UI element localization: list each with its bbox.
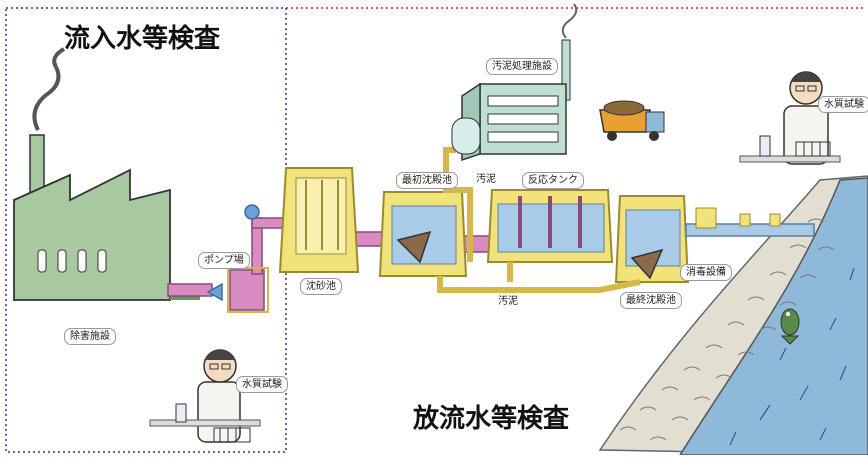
river-ripples [729,267,855,446]
inflow-inspection-heading: 流入水等検査 [64,24,221,54]
final-settling-tank [614,195,690,283]
sludge-facility-label: 汚泥処理施設 [486,58,558,75]
factory-icon [13,47,200,301]
river [678,177,868,456]
sludge-top-label: 汚泥 [476,174,496,185]
sludge-treatment-building [451,3,578,162]
embankment-stones [619,218,835,441]
water-test-left-label: 水質試験 [236,376,288,393]
sludge-bottom-label: 汚泥 [498,296,518,307]
outflow-pipe [685,207,815,237]
grit-chamber-tank [278,167,360,273]
outflow-inspection-heading: 放流水等検査 [413,404,570,434]
fish-icon [780,308,800,345]
grit-chamber-label: 沈砂池 [300,278,342,295]
primary-settling-tank [378,191,468,277]
removal-facility-label: 除害施設 [64,328,116,345]
primary-settling-label: 最初沈殿池 [396,172,458,189]
disinfection-label: 消毒設備 [680,264,732,281]
dump-truck-icon [599,100,665,141]
final-settling-label: 最終沈殿池 [620,292,682,309]
inspector-right-icon [739,71,841,165]
sludge-pipes [437,147,641,293]
reaction-tank-label: 反応タンク [522,172,584,189]
pump-station-label: ポンプ場 [198,252,250,269]
inspector-left-icon [149,349,261,443]
reaction-tank [486,189,614,263]
pump-station-frame [227,267,269,313]
water-test-right-label: 水質試験 [818,96,868,113]
